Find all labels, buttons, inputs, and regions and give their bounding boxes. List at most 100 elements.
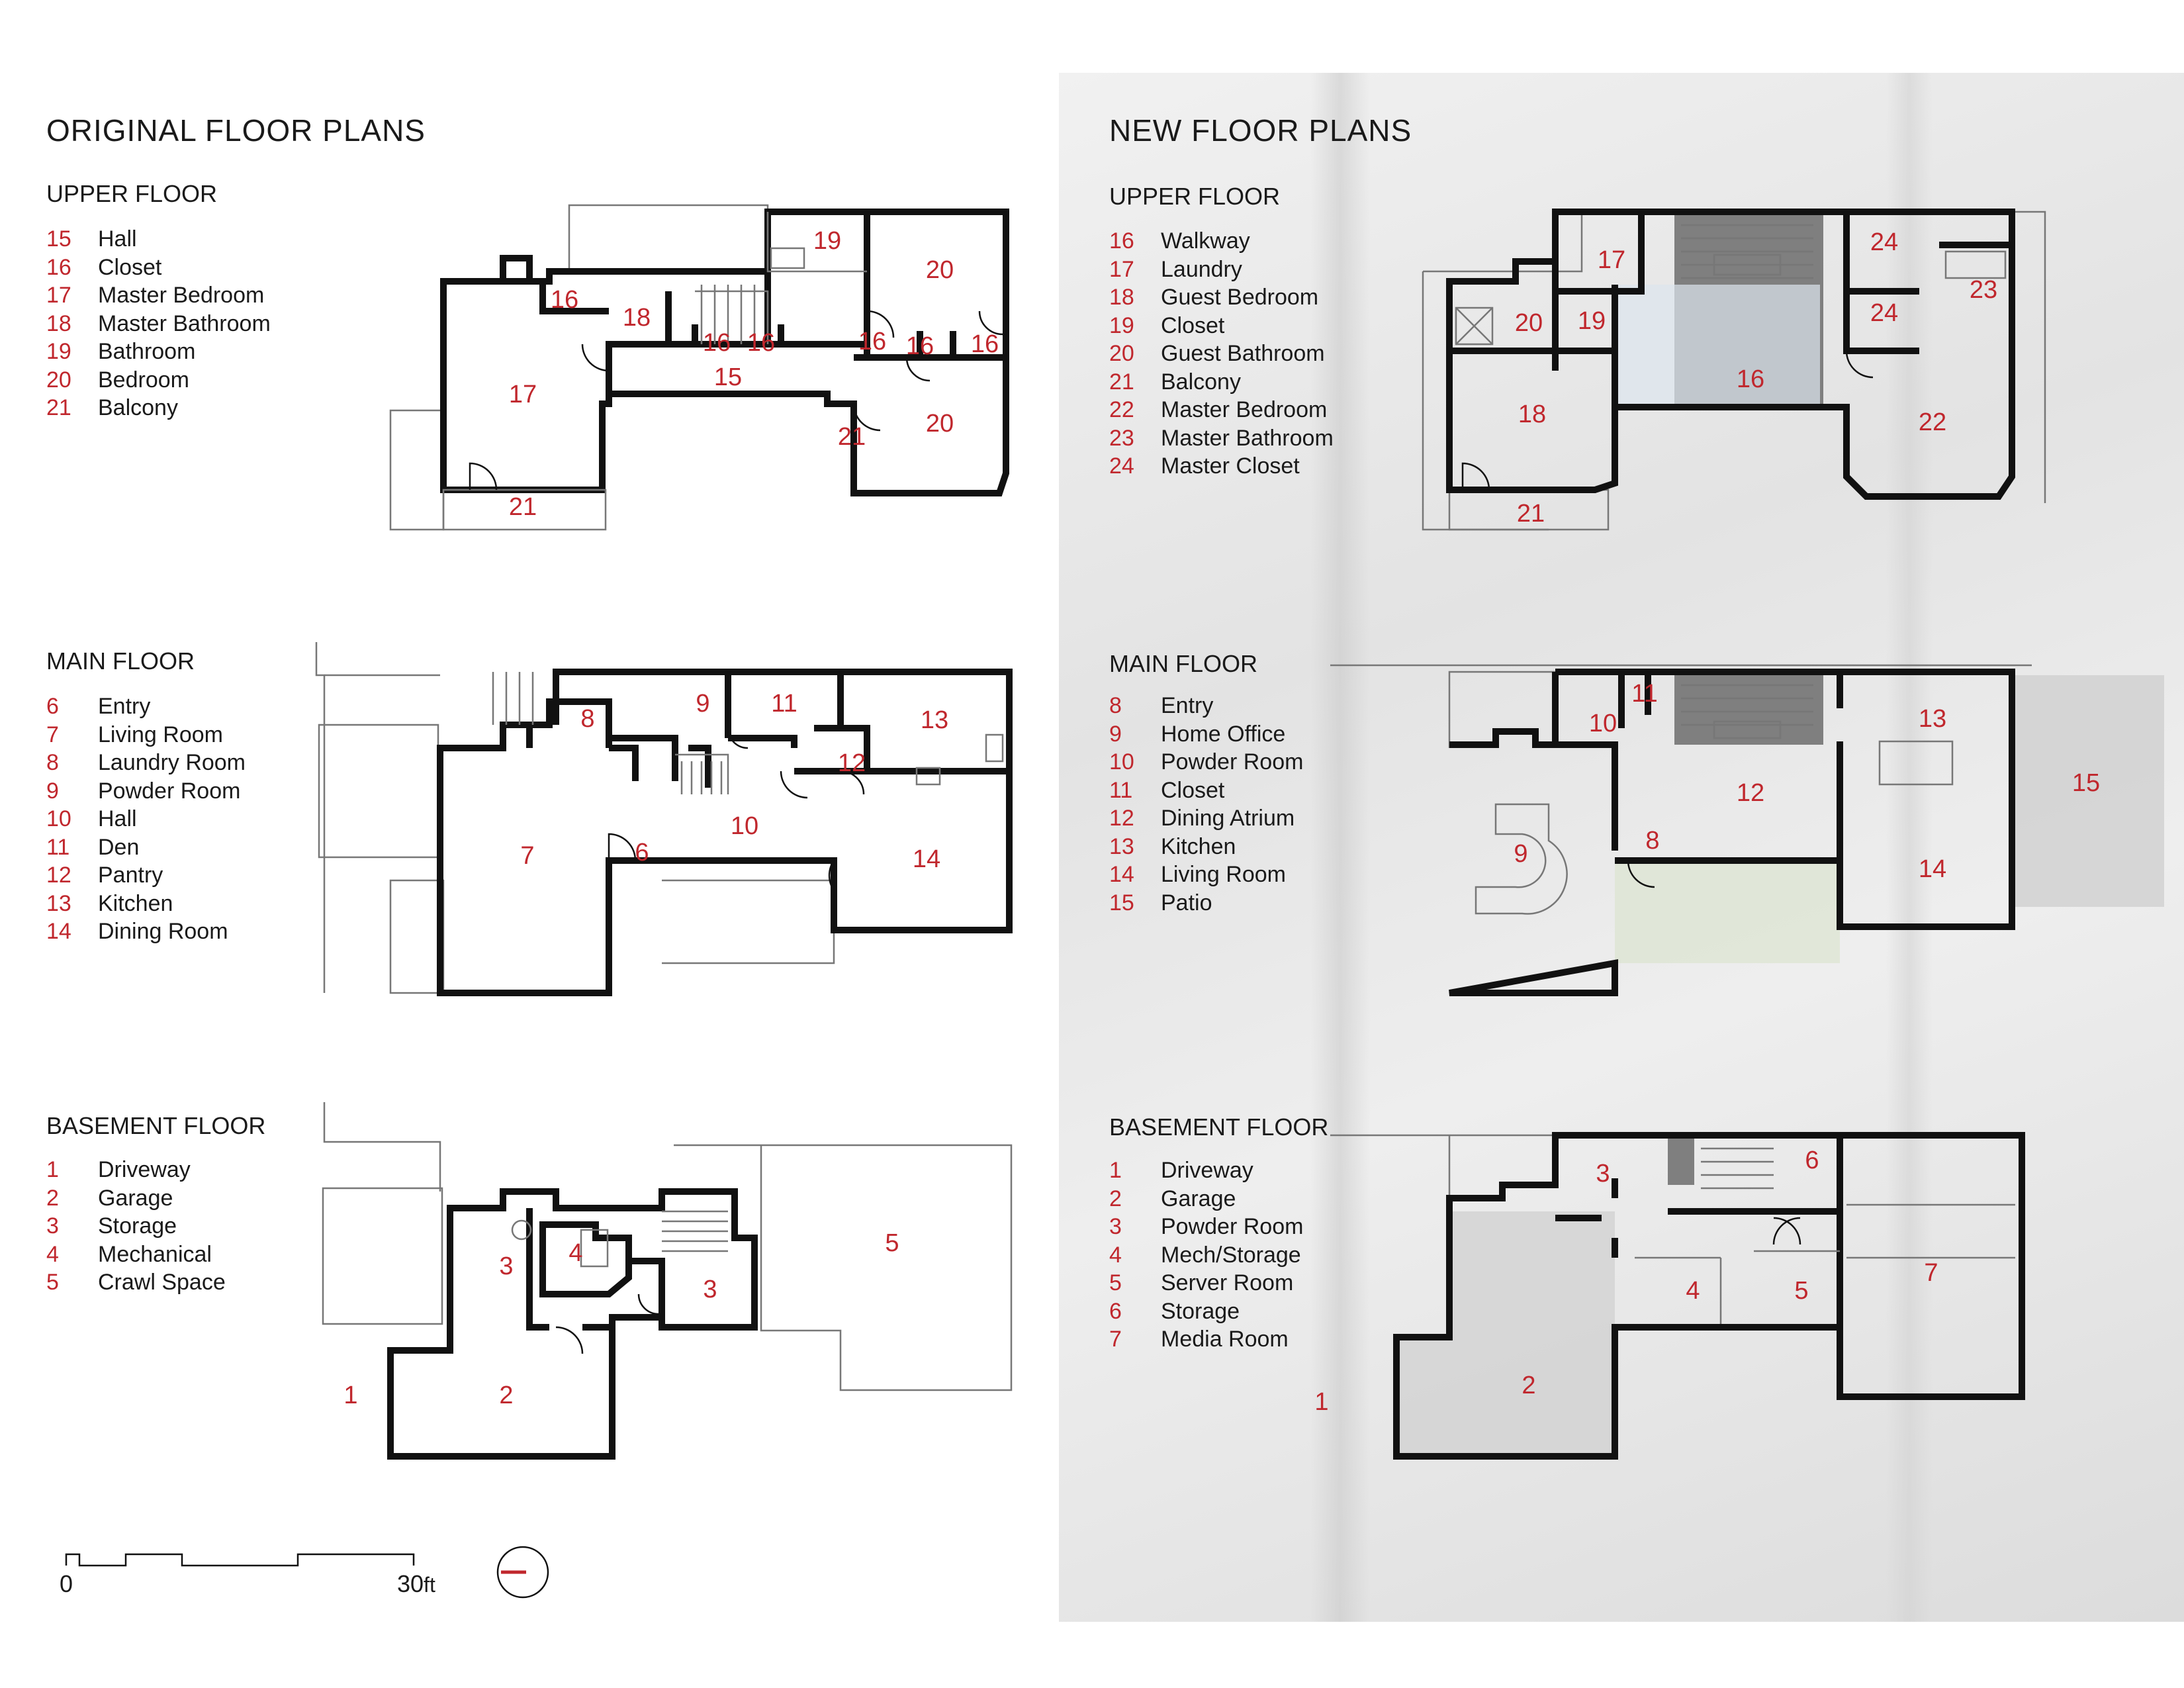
legend-number: 12 [46,863,71,888]
room-number: 20 [926,256,954,284]
legend-number: 6 [1109,1298,1122,1324]
room-number: 16 [971,330,999,358]
legend-room-name: Living Room [98,722,223,747]
legend-room-name: Master Bedroom [98,283,265,308]
room-number: 18 [1518,400,1546,428]
legend-number: 3 [1109,1214,1122,1239]
legend-number: 4 [46,1241,59,1267]
room-number: 20 [1515,309,1543,337]
room-number: 2 [1522,1372,1535,1399]
room-number: 8 [1645,827,1659,855]
orig-main-floor-title: MAIN FLOOR [46,647,195,675]
legend-room-name: Bedroom [98,367,189,393]
north-arrow-icon [496,1546,549,1599]
room-number: 20 [926,410,954,438]
room-number: 21 [1517,500,1545,528]
legend-room-name: Dining Room [98,919,228,944]
legend-number: 15 [46,226,71,252]
room-number: 6 [1805,1147,1819,1174]
legend-item: 12 Pantry [46,861,246,890]
room-number: 11 [1631,680,1657,708]
room-number: 13 [1919,705,1946,733]
legend-room-name: Entry [1161,693,1214,718]
legend-number: 4 [1109,1242,1122,1268]
legend-room-name: Hall [98,806,137,831]
legend-room-name: Mechanical [98,1241,212,1267]
room-number: 12 [838,749,866,777]
room-number: 21 [838,423,866,451]
room-number: 16 [858,328,886,355]
room-number: 14 [913,845,940,873]
legend-item: 10 Hall [46,805,246,833]
room-number: 15 [714,363,742,391]
orig-main-plan: 8 9 11 13 12 10 7 6 14 [315,642,1013,996]
orig-basement-plan: 3 4 3 5 1 2 [322,1102,1013,1460]
legend-room-name: Walkway [1161,228,1250,254]
legend-room-name: Home Office [1161,721,1286,747]
legend-room-name: Balcony [1161,369,1241,395]
room-number: 3 [1596,1160,1610,1188]
legend-number: 5 [46,1270,59,1295]
legend-room-name: Driveway [1161,1158,1253,1183]
legend-number: 19 [46,339,71,364]
room-number: 11 [771,690,797,718]
legend-number: 18 [1109,285,1134,310]
legend-number: 19 [1109,312,1134,338]
room-number: 16 [747,329,775,357]
legend-room-name: Balcony [98,395,178,420]
room-number: 18 [623,304,651,332]
legend-room-name: Pantry [98,863,163,888]
legend-number: 18 [46,310,71,336]
legend-room-name: Closet [98,254,162,280]
room-number: 23 [1970,276,1997,304]
legend-number: 13 [1109,833,1134,859]
legend-room-name: Closet [1161,777,1225,803]
orig-basement-floor-title: BASEMENT FLOOR [46,1112,266,1139]
legend-room-name: Laundry [1161,256,1242,282]
legend-number: 10 [1109,749,1134,774]
legend-number: 16 [1109,228,1134,254]
legend-room-name: Entry [98,694,151,719]
legend-number: 2 [1109,1186,1122,1211]
legend-item: 6 Entry [46,692,246,721]
legend-number: 6 [46,694,59,719]
legend-room-name: Powder Room [1161,749,1304,774]
legend-number: 10 [46,806,71,831]
legend-number: 8 [1109,693,1122,718]
legend-number: 2 [46,1185,59,1211]
scale-end-value: 30 [397,1570,424,1597]
legend-room-name: Garage [1161,1186,1236,1211]
room-number: 16 [1737,365,1764,393]
legend-number: 11 [1109,777,1133,803]
room-number: 24 [1870,228,1898,256]
original-plans-title: ORIGINAL FLOOR PLANS [46,113,426,148]
legend-number: 8 [46,750,59,775]
legend-item: 4 Mechanical [46,1241,226,1269]
legend-room-name: Garage [98,1185,173,1211]
legend-number: 9 [1109,721,1122,747]
legend-number: 24 [1109,453,1134,479]
legend-room-name: Master Bedroom [1161,397,1328,422]
room-number: 15 [2072,769,2100,797]
legend-room-name: Powder Room [1161,1214,1304,1239]
scale-bar [65,1553,415,1567]
room-number: 21 [509,493,537,521]
legend-item: 2 Garage [1109,1185,1303,1213]
legend-item: 8 Entry [1109,692,1303,720]
room-number: 8 [580,705,594,733]
